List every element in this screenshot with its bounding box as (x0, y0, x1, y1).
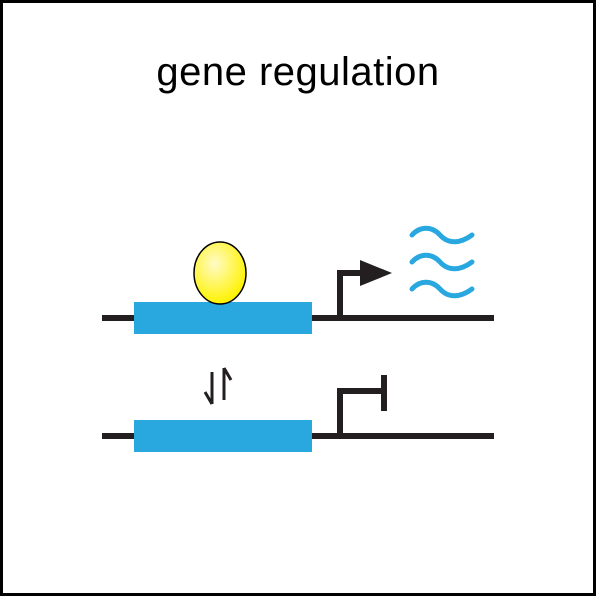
active-gene-state (102, 225, 494, 334)
gene-box-top (134, 302, 312, 334)
diagram-title: gene regulation (156, 50, 440, 94)
mrna-transcripts-icon (409, 225, 475, 299)
promoter-arrowhead-icon (360, 260, 392, 286)
repressed-gene-state (102, 375, 494, 452)
transcription-factor-protein (193, 241, 247, 305)
promoter-arrow-icon (337, 270, 364, 318)
gene-box-bottom (134, 420, 312, 452)
mrna-wave-1 (409, 225, 475, 245)
blocked-promoter-icon (337, 388, 384, 436)
mrna-wave-3 (409, 279, 475, 299)
reversible-arrows-icon (203, 367, 233, 405)
mrna-wave-2 (409, 252, 475, 272)
